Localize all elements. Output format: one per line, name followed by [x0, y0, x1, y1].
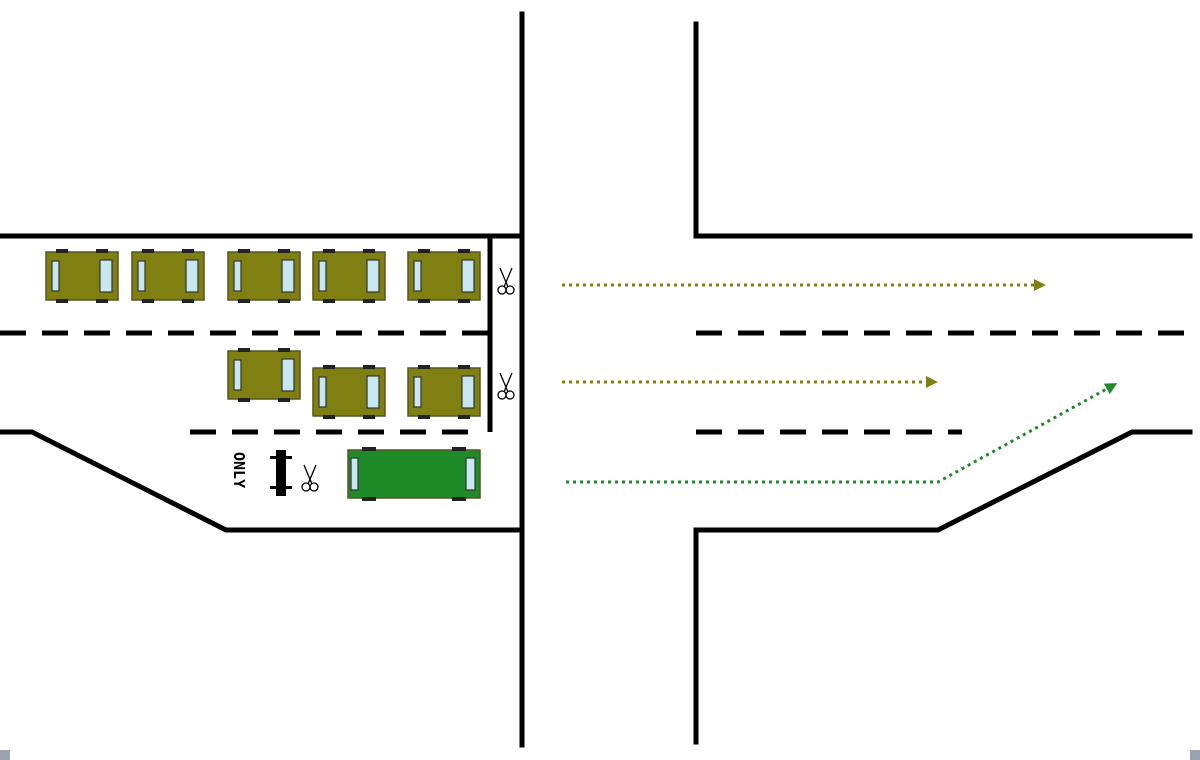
car-wheel: [238, 398, 250, 402]
car-rear-window: [413, 376, 422, 408]
car: [312, 249, 386, 303]
car-rear-window: [233, 359, 242, 391]
car-wheel: [418, 299, 430, 303]
car-wheel: [418, 249, 430, 253]
car-wheel: [458, 299, 470, 303]
scissors-icon: [497, 372, 515, 400]
scissors-icon: [497, 267, 515, 295]
bus-body: [347, 449, 481, 499]
scissors-icon: [301, 464, 319, 492]
car-front-window: [99, 259, 113, 293]
car-wheel: [182, 299, 194, 303]
car: [227, 348, 301, 402]
bus-front-window: [465, 457, 476, 491]
car-front-window: [366, 375, 380, 409]
car-wheel: [418, 365, 430, 369]
bus-wheel: [362, 497, 376, 501]
car-wheel: [96, 249, 108, 253]
car-wheel: [363, 415, 375, 419]
car-rear-window: [51, 260, 60, 292]
lane-dividers: [0, 330, 1190, 435]
car-wheel: [142, 249, 154, 253]
car-wheel: [142, 299, 154, 303]
movement-arrows: [562, 279, 1118, 484]
bus: [347, 447, 481, 501]
car-wheel: [323, 365, 335, 369]
general-traffic-cars: [45, 249, 481, 419]
bus-symbol-icon: [270, 450, 292, 496]
car-front-window: [461, 259, 475, 293]
car-wheel: [323, 249, 335, 253]
car: [407, 365, 481, 419]
car-wheel: [323, 415, 335, 419]
car-wheel: [56, 249, 68, 253]
car-rear-window: [413, 260, 422, 292]
car-front-window: [281, 358, 295, 392]
car-wheel: [458, 415, 470, 419]
car-rear-window: [318, 376, 327, 408]
car-wheel: [278, 398, 290, 402]
car-wheel: [363, 299, 375, 303]
car-wheel: [363, 249, 375, 253]
car-wheel: [323, 299, 335, 303]
right-road-top-edge: [693, 21, 1193, 239]
right-road-bottom-edge: [693, 429, 1193, 745]
car-wheel: [238, 249, 250, 253]
bus-wheel: [452, 497, 466, 501]
car-front-window: [366, 259, 380, 293]
car-front-window: [185, 259, 199, 293]
car-wheel: [182, 249, 194, 253]
car-wheel: [458, 365, 470, 369]
car-wheel: [238, 348, 250, 352]
car-rear-window: [137, 260, 146, 292]
car: [45, 249, 119, 303]
car-wheel: [458, 249, 470, 253]
left-road-bottom-edge: [0, 429, 525, 533]
car: [312, 365, 386, 419]
bus-wheel: [362, 447, 376, 451]
bus-rear-window: [350, 457, 359, 491]
car: [131, 249, 205, 303]
car-wheel: [418, 415, 430, 419]
car-front-window: [461, 375, 475, 409]
car-front-window: [281, 259, 295, 293]
car-wheel: [278, 348, 290, 352]
car-wheel: [363, 365, 375, 369]
car-wheel: [96, 299, 108, 303]
car: [407, 249, 481, 303]
car-wheel: [238, 299, 250, 303]
bus-only-marking: ONLY: [230, 452, 248, 488]
corner-mark-right: [1190, 750, 1200, 760]
bus-arrow: [566, 383, 1118, 484]
car-wheel: [278, 299, 290, 303]
car: [227, 249, 301, 303]
signal-symbols: [301, 267, 515, 492]
car-rear-window: [318, 260, 327, 292]
road-edges: [0, 11, 1193, 748]
car-wheel: [56, 299, 68, 303]
car-wheel: [278, 249, 290, 253]
corner-mark-left: [0, 750, 10, 760]
bus-wheel: [452, 447, 466, 451]
car-rear-window: [233, 260, 242, 292]
